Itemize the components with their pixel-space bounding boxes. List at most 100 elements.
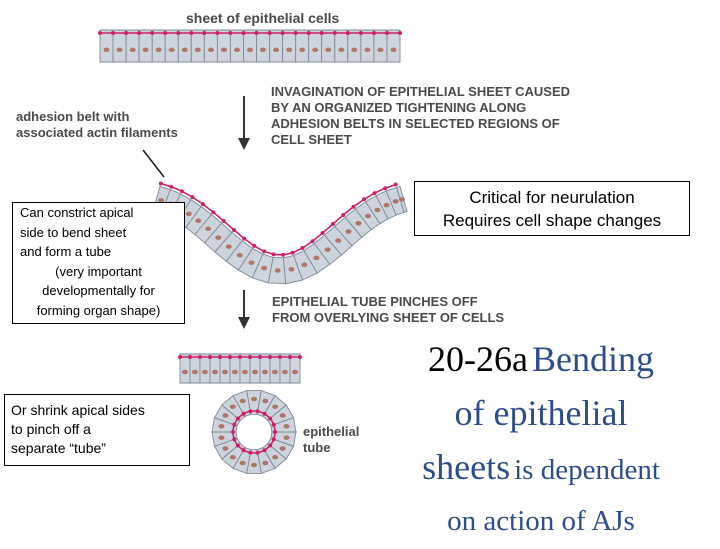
cell-nucleus	[392, 199, 399, 204]
adhesion-junction	[262, 249, 267, 254]
cell-nucleus	[205, 226, 212, 232]
cell-nucleus	[116, 47, 123, 53]
adhesion-junction	[241, 448, 246, 453]
slide-title: 20-26a Bending of epithelial sheets is d…	[396, 336, 686, 549]
down-arrow-2-head	[238, 317, 250, 329]
adhesion-junction	[211, 210, 216, 215]
adhesion-junction	[258, 355, 262, 359]
cell-nucleus	[390, 47, 397, 53]
cell-nucleus	[185, 211, 192, 217]
epithelial-cell	[112, 29, 127, 63]
overlying-sheet	[178, 353, 302, 384]
cell-nucleus	[222, 446, 229, 451]
adhesion-junction	[278, 355, 282, 359]
title-part3: of epithelial	[454, 393, 628, 433]
adhesion-junction	[300, 246, 305, 250]
cell-nucleus	[282, 369, 288, 375]
adhesion-junction	[215, 31, 220, 35]
sheet-label: sheet of epithelial cells	[186, 10, 340, 26]
epithelial-cell	[239, 353, 251, 384]
adhesion-junction	[362, 197, 367, 202]
epithelial-cell	[125, 29, 140, 63]
adhesion-junction	[280, 31, 285, 35]
adhesion-junction	[320, 231, 325, 235]
adhesion-junction	[267, 31, 272, 35]
adhesion-junction	[98, 31, 102, 35]
adhesion-junction	[235, 416, 240, 421]
cell-nucleus	[312, 47, 319, 53]
adhesion-junction	[268, 443, 273, 448]
epithelial-cell	[164, 29, 179, 63]
adhesion-junction	[179, 189, 184, 194]
adhesion-junction	[231, 430, 235, 434]
cell-nucleus	[142, 47, 149, 53]
constrict-note: Can constrict apical side to bend sheet …	[12, 202, 185, 324]
adhesion-junction	[268, 355, 272, 359]
adhesion-junction	[293, 31, 298, 35]
cell-nucleus	[364, 47, 371, 53]
epithelial-cell	[190, 29, 205, 63]
epithelial-cell	[347, 29, 362, 63]
adhesion-junction	[242, 236, 247, 241]
epithelial-cell	[373, 29, 388, 63]
title-part2: Bending	[531, 339, 654, 379]
adhesion-junction	[150, 31, 155, 35]
adhesion-junction	[124, 31, 129, 35]
cell-nucleus	[273, 47, 280, 53]
adhesion-junction	[228, 31, 233, 35]
cell-nucleus	[239, 398, 246, 404]
adhesion-junction	[248, 450, 253, 455]
cell-nucleus	[158, 198, 165, 203]
adhesion-junction	[271, 422, 276, 427]
adhesion-junction	[385, 31, 389, 35]
cell-nucleus	[365, 213, 371, 219]
cell-nucleus	[262, 460, 269, 466]
adhesion-junction	[358, 31, 363, 35]
epithelial-cell	[249, 353, 261, 384]
cell-nucleus	[335, 238, 342, 243]
adhesion-junction	[176, 31, 181, 35]
adhesion-junction	[281, 252, 286, 257]
epithelial-cell	[243, 29, 257, 63]
adhesion-junction	[262, 448, 267, 453]
epithelial-cell	[289, 353, 301, 384]
adhesion-junction	[288, 355, 292, 359]
cell-nucleus	[251, 462, 257, 468]
adhesion-junction	[241, 31, 246, 35]
down-arrow-1-head	[238, 138, 250, 150]
epithelial-cell	[321, 29, 336, 63]
adhesion-junction	[393, 182, 398, 187]
cell-nucleus	[286, 47, 293, 53]
adhesion-junction	[262, 411, 267, 416]
cell-nucleus	[155, 47, 162, 53]
epithelial-cell	[216, 29, 231, 63]
adhesion-junction	[248, 409, 253, 414]
adhesion-junction	[235, 443, 240, 448]
cell-nucleus	[212, 369, 218, 375]
adhesion-junction	[232, 228, 236, 232]
cell-nucleus	[251, 396, 257, 402]
cell-nucleus	[218, 435, 225, 440]
adhesion-junction	[190, 195, 195, 200]
adhesion-junction	[273, 430, 277, 434]
adhesion-junction	[178, 355, 182, 359]
epithelial-cell	[199, 353, 211, 384]
adhesion-junction	[319, 31, 324, 35]
epithelial-cell	[282, 29, 297, 63]
cell-nucleus	[215, 235, 222, 240]
epithelial-cell	[386, 29, 401, 63]
adhesion-junction	[255, 450, 260, 455]
epithelial-cell	[138, 29, 153, 63]
cell-nucleus	[242, 369, 248, 375]
cell-nucleus	[262, 398, 269, 404]
cell-nucleus	[398, 197, 405, 202]
cell-nucleus	[261, 265, 268, 271]
cell-nucleus	[272, 369, 278, 375]
cell-nucleus	[338, 47, 345, 53]
cell-nucleus	[194, 47, 201, 53]
cell-nucleus	[222, 413, 229, 418]
epithelial-cell	[203, 29, 218, 63]
cell-nucleus	[195, 218, 202, 224]
cell-nucleus	[218, 424, 225, 429]
